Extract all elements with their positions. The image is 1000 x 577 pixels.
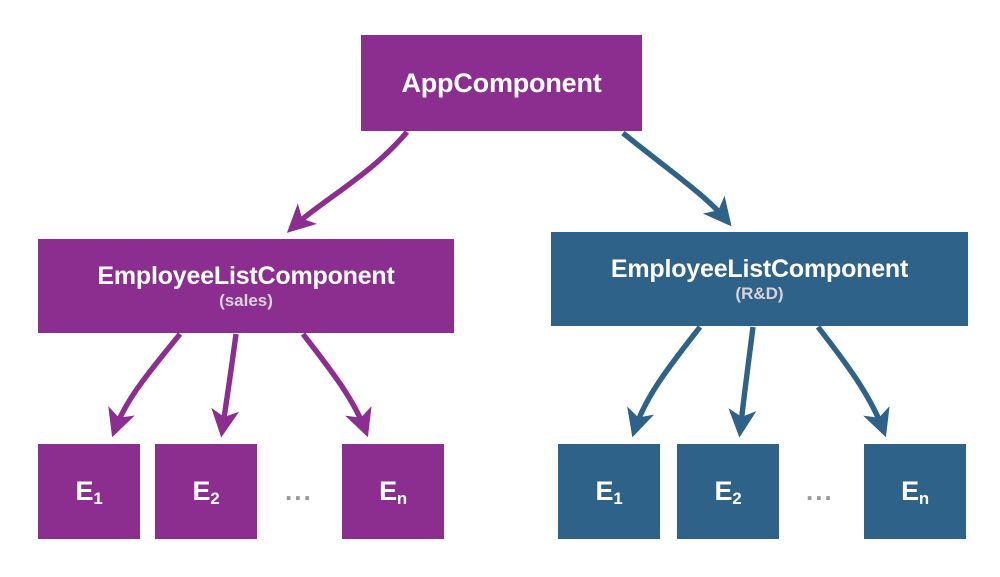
leaf-base: E [901,476,919,507]
leaf-subscript: 2 [210,489,220,509]
node-employee-rd-2[interactable]: E2 [677,444,779,539]
node-employee-list-sales-sublabel: (sales) [219,290,273,310]
edge-app-to-sales [286,130,410,233]
leaf-subscript: 1 [613,489,623,509]
edge-rd-to-leaf-1 [627,325,703,438]
leaf-base: E [75,476,94,507]
edge-rd-to-leaf-2 [728,326,757,438]
node-employee-list-rd[interactable]: EmployeeListComponent (R&D) [551,232,968,326]
node-employee-rd-1-label: E1 [595,476,623,509]
node-employee-rd-n-label: En [901,476,929,509]
edge-sales-to-leaf-2 [211,333,240,438]
node-employee-rd-n[interactable]: En [864,444,966,539]
ellipsis-sales: ... [285,476,313,506]
node-employee-list-sales-label: EmployeeListComponent [97,261,395,290]
node-app-component-label: AppComponent [401,67,602,98]
edge-sales-to-leaf-1 [108,332,183,438]
leaf-subscript: 2 [732,489,742,509]
leaf-base: E [192,476,211,507]
node-employee-list-rd-label: EmployeeListComponent [610,254,909,283]
ellipsis-rd: ... [806,476,834,506]
node-employee-sales-2[interactable]: E2 [155,444,257,539]
leaf-base: E [714,476,733,507]
leaf-base: E [379,476,397,507]
node-employee-rd-2-label: E2 [714,476,742,509]
node-employee-rd-1[interactable]: E1 [558,444,660,539]
edge-sales-to-leaf-n [300,332,372,438]
node-employee-sales-2-label: E2 [192,476,220,509]
leaf-base: E [595,476,614,507]
leaf-subscript: n [396,489,407,509]
edge-rd-to-leaf-n [815,325,890,438]
edge-app-to-rd [621,130,732,227]
node-employee-list-rd-sublabel: (R&D) [735,283,784,303]
leaf-subscript: 1 [93,489,103,509]
leaf-subscript: n [918,489,929,509]
node-employee-sales-n-label: En [379,476,407,509]
node-employee-sales-n[interactable]: En [342,444,444,539]
node-app-component[interactable]: AppComponent [361,35,642,131]
node-employee-list-sales[interactable]: EmployeeListComponent (sales) [38,239,454,333]
node-employee-sales-1[interactable]: E1 [38,444,140,539]
node-employee-sales-1-label: E1 [75,476,103,509]
